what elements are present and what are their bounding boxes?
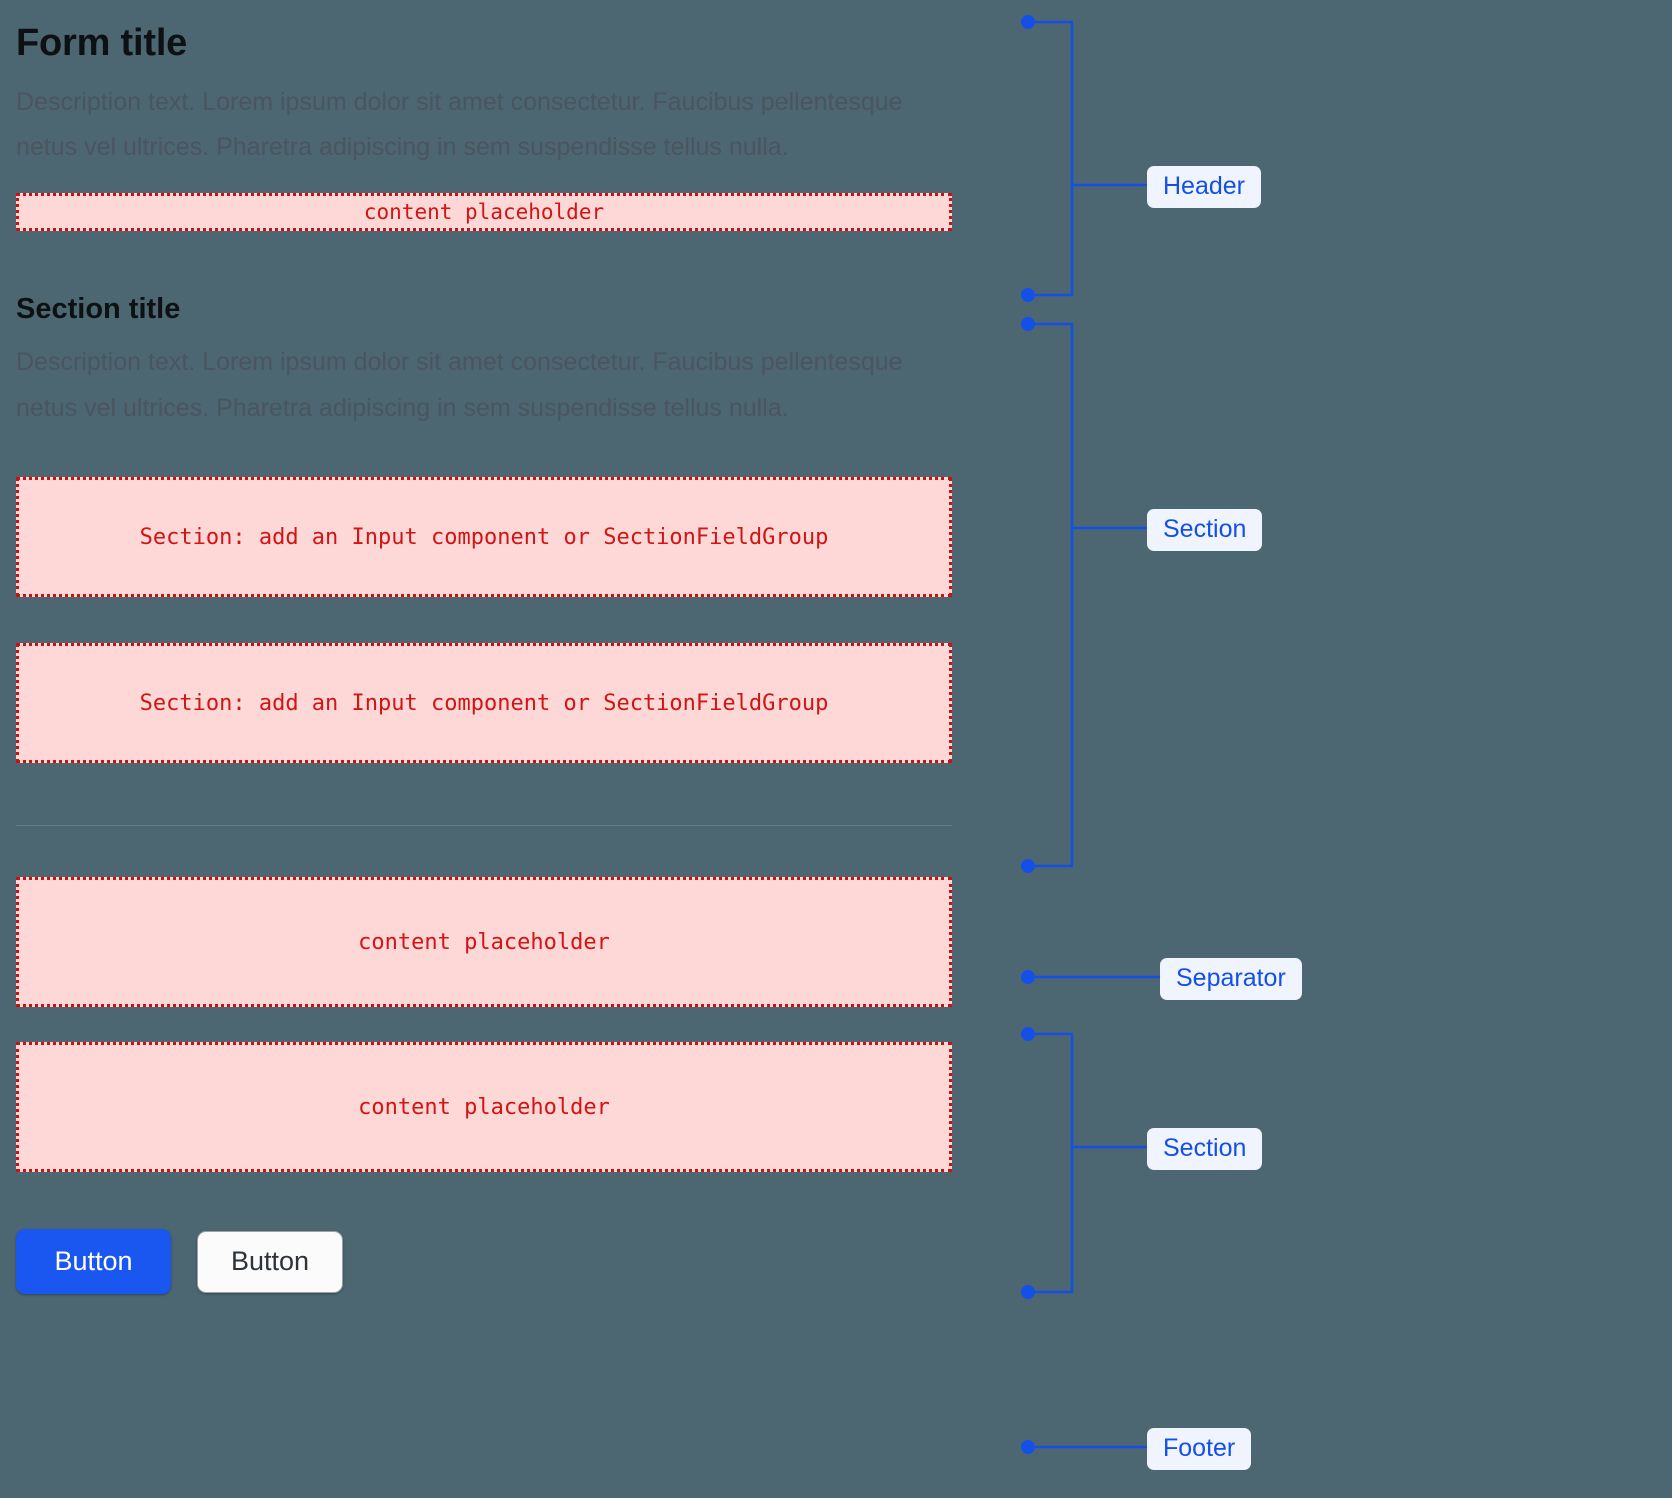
header-bracket	[1028, 20, 1074, 297]
form-container: Form title Description text. Lorem ipsum…	[16, 0, 952, 1295]
anchor-dot-section-one-bottom	[1021, 859, 1035, 873]
anchor-dot-section-two-top	[1021, 1027, 1035, 1041]
section-title: Section title	[16, 292, 181, 325]
separator	[16, 825, 952, 827]
anchor-dot-section-one-top	[1021, 317, 1035, 331]
section-one-bracket	[1028, 322, 1074, 868]
header-description: Description text. Lorem ipsum dolor sit …	[16, 87, 903, 162]
section-field-placeholder-1[interactable]: Section: add an Input component or Secti…	[16, 477, 952, 598]
section-field-placeholder-2[interactable]: Section: add an Input component or Secti…	[16, 643, 952, 764]
secondary-button[interactable]: Button	[197, 1230, 343, 1293]
section-description: Description text. Lorem ipsum dolor sit …	[16, 348, 903, 422]
annotation-badge-separator[interactable]: Separator	[1160, 958, 1302, 1000]
section-two-placeholder-1[interactable]: content placeholder	[16, 877, 952, 1008]
section-field-placeholder-2-label: Section: add an Input component or Secti…	[139, 690, 829, 716]
section-two-bracket	[1028, 1032, 1074, 1294]
footer-actions: Button Button	[16, 1229, 952, 1295]
section-two-placeholder-1-label: content placeholder	[358, 929, 610, 955]
section-two-placeholder-2-label: content placeholder	[358, 1094, 610, 1120]
anchor-dot-header-top	[1021, 15, 1035, 29]
header-content-placeholder[interactable]: content placeholder	[16, 192, 952, 231]
page-title: Form title	[16, 22, 188, 64]
section-two-placeholder-2[interactable]: content placeholder	[16, 1042, 952, 1173]
annotation-badge-footer[interactable]: Footer	[1147, 1428, 1252, 1470]
header-placeholder-label: content placeholder	[363, 199, 605, 224]
annotation-badge-section-two[interactable]: Section	[1147, 1128, 1263, 1170]
primary-button[interactable]: Button	[16, 1229, 171, 1295]
anchor-dot-section-two-bottom	[1021, 1285, 1035, 1299]
annotation-badge-section-one[interactable]: Section	[1147, 509, 1263, 551]
annotation-badge-header[interactable]: Header	[1147, 166, 1261, 208]
annotation-anchor-dots	[1021, 15, 1035, 1454]
section-field-placeholder-1-label: Section: add an Input component or Secti…	[139, 524, 829, 550]
anchor-dot-header-bottom	[1021, 288, 1035, 302]
anchor-dot-footer	[1021, 1440, 1035, 1454]
anchor-dot-separator	[1021, 970, 1035, 984]
